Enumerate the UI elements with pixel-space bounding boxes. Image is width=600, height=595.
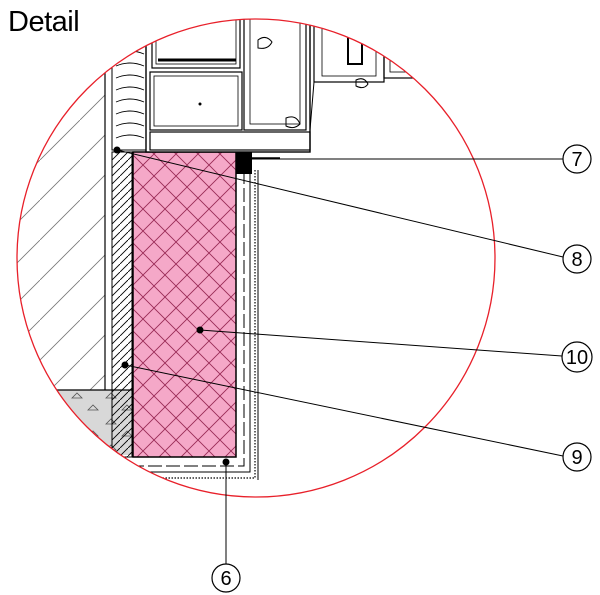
insulation-block [132,151,237,458]
callout-9-label: 9 [571,447,582,469]
detail-content [17,19,495,497]
callout-10: 10 [196,326,593,373]
callout-6: 6 [211,458,241,593]
callout-9: 9 [121,361,592,472]
callout-10-label: 10 [566,347,588,369]
wall-board [111,151,133,458]
detail-title: Detail [8,6,80,38]
callout-6-label: 6 [220,568,231,590]
callout-7-label: 7 [571,149,582,171]
callout-7: 7 [241,144,592,174]
window-frame-profile [145,19,495,174]
callout-8-label: 8 [571,249,582,271]
masonry-wall [17,19,105,497]
detail-circle [16,18,496,498]
callout-8: 8 [113,146,592,274]
